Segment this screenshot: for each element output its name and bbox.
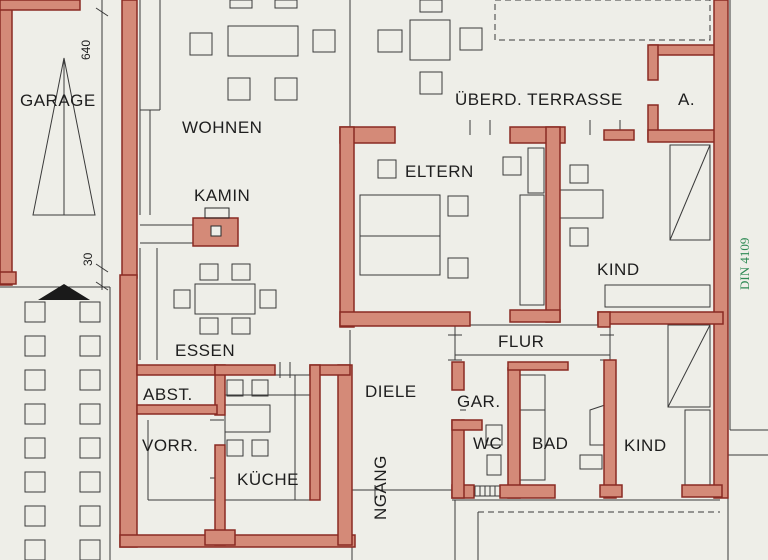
paving-block [24, 301, 46, 323]
fireplace [192, 207, 239, 247]
paving-block [79, 505, 101, 527]
room-label-terrasse: ÜBERD. TERRASSE [455, 90, 623, 109]
paving-block [24, 437, 46, 459]
room-label-kind-top: KIND [597, 260, 640, 279]
room-label-eingang: NGANG [371, 455, 390, 520]
room-label-kind-bottom: KIND [624, 436, 667, 455]
paving-block [24, 335, 46, 357]
paving-block [79, 437, 101, 459]
entrance-arrow [38, 284, 90, 300]
paving-block [24, 505, 46, 527]
paving-blocks [24, 301, 101, 560]
paving-block [24, 471, 46, 493]
paving-block [24, 403, 46, 425]
paving-block [79, 335, 101, 357]
dimension-garage-gap: 30 [81, 252, 95, 266]
room-label-bad: BAD [532, 434, 569, 453]
room-label-kueche: KÜCHE [237, 470, 300, 489]
paving-block [79, 369, 101, 391]
room-label-eltern: ELTERN [405, 162, 474, 181]
room-label-kamin: KAMIN [194, 186, 251, 205]
room-label-diele: DIELE [365, 382, 417, 401]
paving-block [24, 539, 46, 560]
room-label-essen: ESSEN [175, 341, 236, 360]
paving-block [24, 369, 46, 391]
paving-block [79, 471, 101, 493]
room-label-wc: WC [473, 434, 503, 453]
paving-block [79, 301, 101, 323]
room-label-vorr: VORR. [142, 436, 199, 455]
room-label-garage: GARAGE [20, 91, 96, 110]
walls [0, 0, 729, 548]
paving-block [79, 539, 101, 560]
room-label-flur: FLUR [498, 332, 545, 351]
room-label-wohnen: WOHNEN [182, 118, 263, 137]
room-label-abst: ABST. [143, 385, 193, 404]
paving-block [79, 403, 101, 425]
room-label-gar: GAR. [457, 392, 501, 411]
dimension-garage-length: 640 [79, 39, 93, 60]
din-stamp: DIN 4109 [737, 237, 752, 290]
room-label-terrasse-a: A. [678, 90, 696, 109]
